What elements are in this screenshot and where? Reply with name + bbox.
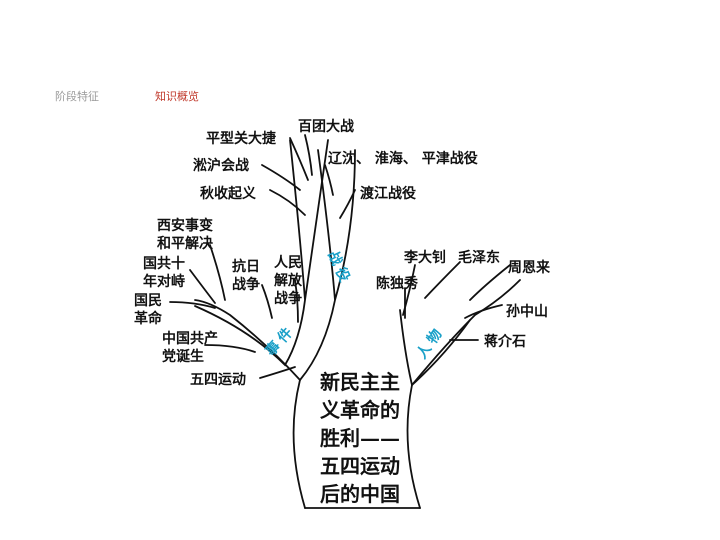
trunk-line: 后的中国	[320, 482, 400, 506]
label-line: 党诞生	[162, 349, 204, 365]
label-chiang-kaishek: 蒋介石	[484, 334, 526, 350]
label-line: 革命	[134, 311, 162, 327]
label-line: 国民	[134, 293, 162, 309]
label-line: 中国共产	[162, 331, 218, 347]
label-xian-incident: 西安事变 和平解决	[157, 217, 213, 253]
trunk-line: 胜利——	[320, 426, 400, 450]
trunk-title: 新民主主 义革命的 胜利—— 五四运动 后的中国	[320, 368, 400, 508]
trunk-outline-right	[406, 279, 521, 509]
events-branch	[194, 139, 329, 367]
label-line: 人民	[274, 255, 302, 271]
label-cpc-founded: 中国共产 党诞生	[162, 330, 218, 366]
label-line: 解放	[274, 273, 302, 289]
label-sun-yatsen: 孙中山	[506, 304, 548, 320]
tab-stage-features[interactable]: 阶段特征	[55, 90, 99, 103]
label-national-revolution: 国民 革命	[134, 292, 162, 328]
label-autumn-harvest: 秋收起义	[200, 186, 256, 202]
label-ten-year-confrontation: 国共十 年对峙	[143, 255, 185, 291]
battles-branch	[299, 149, 356, 381]
label-three-campaigns: 辽沈、 淮海、 平津战役	[328, 151, 478, 167]
label-line: 战争	[274, 291, 302, 307]
label-anti-japanese-war: 抗日 战争	[232, 258, 260, 294]
label-line: 和平解决	[157, 236, 213, 252]
label-songhu: 淞沪会战	[193, 158, 249, 174]
tab-knowledge-overview[interactable]: 知识概览	[155, 90, 199, 103]
trunk-line: 义革命的	[320, 398, 400, 422]
label-may4: 五四运动	[190, 372, 246, 388]
label-li-dazhao: 李大钊	[404, 250, 446, 266]
label-chen-duxiu: 陈独秀	[376, 276, 418, 292]
label-yangtze-crossing: 渡江战役	[360, 186, 416, 202]
label-mao-zedong: 毛泽东	[458, 250, 500, 266]
label-liberation-war: 人民 解放 战争	[274, 254, 302, 308]
label-zhou-enlai: 周恩来	[508, 260, 550, 276]
label-pingxingguan: 平型关大捷	[206, 131, 276, 147]
trunk-line: 新民主主	[320, 370, 400, 394]
trunk-line: 五四运动	[320, 454, 400, 478]
label-line: 抗日	[232, 259, 260, 275]
label-line: 西安事变	[157, 218, 213, 234]
label-line: 年对峙	[143, 274, 185, 290]
label-hundred-regiments: 百团大战	[298, 119, 354, 135]
label-line: 战争	[232, 277, 260, 293]
label-line: 国共十	[143, 256, 185, 272]
people-branch	[399, 309, 471, 386]
